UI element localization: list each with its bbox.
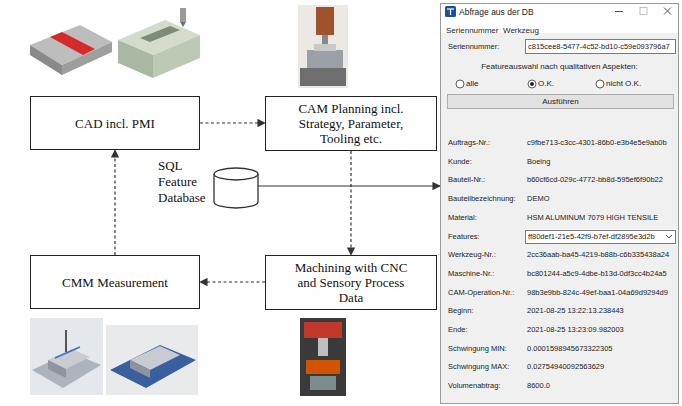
field-text: Schwingung MAX: [448,362,509,372]
field-text: 2cc36aab-ba45-4219-b88b-c6b335438a24 [527,250,669,260]
field-text: Schwingung MIN: [448,344,507,354]
node-text: CAD incl. PMI [75,116,155,131]
field-text: O.K. [538,79,554,89]
field-text: Werkzeug-Nr.: [448,250,496,260]
field-text: 2021-08-25 13:23:09.982003 [527,325,624,335]
node-text: Abfrage aus der DB [459,7,534,18]
field-text: b60cf6cd-029c-4772-bb8d-595ef6f90b22 [527,175,663,185]
field-text: Boeing [527,157,550,167]
field-text: 8600.0 [527,381,550,391]
field-text: Auftrags-Nr.: [448,138,490,148]
field-text: CAM-Operation-Nr.: [448,288,514,298]
field-text: 98b3e9bb-824c-49ef-baa1-04a69d9294d9 [527,288,668,298]
process-box: CMM Measurement [30,255,200,309]
push-button: Ausführen [447,94,674,109]
node-text: SQL Feature Database [158,158,212,206]
node-text: ff80def1-21e5-42f9-b7ef-df2895e3d2b [528,231,655,243]
node-text: c815cee8-5477-4c52-bd10-c59e093796a7 [528,40,670,53]
field-text: Maschine-Nr.: [448,269,494,279]
window-chrome [440,3,679,404]
query-window: Abfrage aus der DB c815cee8-5477-4c52-bd1… [440,3,679,404]
field-text: Seriennummer [446,26,498,36]
field-text: Bauteil-Nr.: [448,175,485,185]
cad-part-illustration [30,8,200,78]
field-text: Volumenabtrag: [448,381,501,391]
field-text: 0.0001598945673322305 [527,344,613,354]
field-text: alle [466,79,478,89]
flow-arrow [200,281,265,282]
process-box: CAM Planning incl. Strategy, Parameter, … [265,96,437,151]
cam-machine-illustration [298,5,348,88]
field-text: 2021-08-25 13:22:13.238443 [527,306,624,316]
flow-arrow [200,122,265,123]
node-text: CMM Measurement [62,275,168,290]
field-text: Featureauswahl nach qualitativen Aspekte… [441,62,678,72]
field-text: Werkzeug [503,26,539,36]
flow-arrow [114,150,115,255]
process-box: CAD incl. PMI [30,96,200,150]
node-text: Machining with CNC and Sensory Process D… [284,260,418,305]
field-text: bc801244-a5c9-4dbe-b13d-0df3cc4b24a5 [527,269,667,279]
database-node: SQL Feature Database [158,158,258,214]
field-text: Ende: [448,325,468,335]
field-text: Material: [448,213,477,223]
field-text: Beginn: [448,306,473,316]
database-cylinder [214,168,258,208]
field-text: Bauteilbezeichnung: [448,194,516,204]
field-text: Kunde: [448,157,472,167]
flow-arrow [258,185,440,186]
field-text: c9fbe713-c3cc-4301-86b0-e3b4e5e9ab0b [527,138,667,148]
text-input: c815cee8-5477-4c52-bd10-c59e093796a7 [525,39,676,54]
flow-arrow [350,151,351,255]
node-text: Ausführen [448,95,673,108]
field-text: Features: [448,232,480,242]
node-text: CAM Planning incl. Strategy, Parameter, … [284,101,418,146]
process-box: Machining with CNC and Sensory Process D… [265,255,437,310]
machining-photo [300,318,346,396]
field-text: nicht O.K. [606,79,641,89]
field-text: 0.02754940092563629 [527,362,604,372]
field-text: Seriennummer: [448,42,499,52]
cmm-illustration [30,318,198,395]
field-text: DEMO [527,194,550,204]
field-text: HSM ALUMINUM 7079 HIGH TENSILE [527,213,658,223]
dropdown: ff80def1-21e5-42f9-b7ef-df2895e3d2b [525,230,676,244]
